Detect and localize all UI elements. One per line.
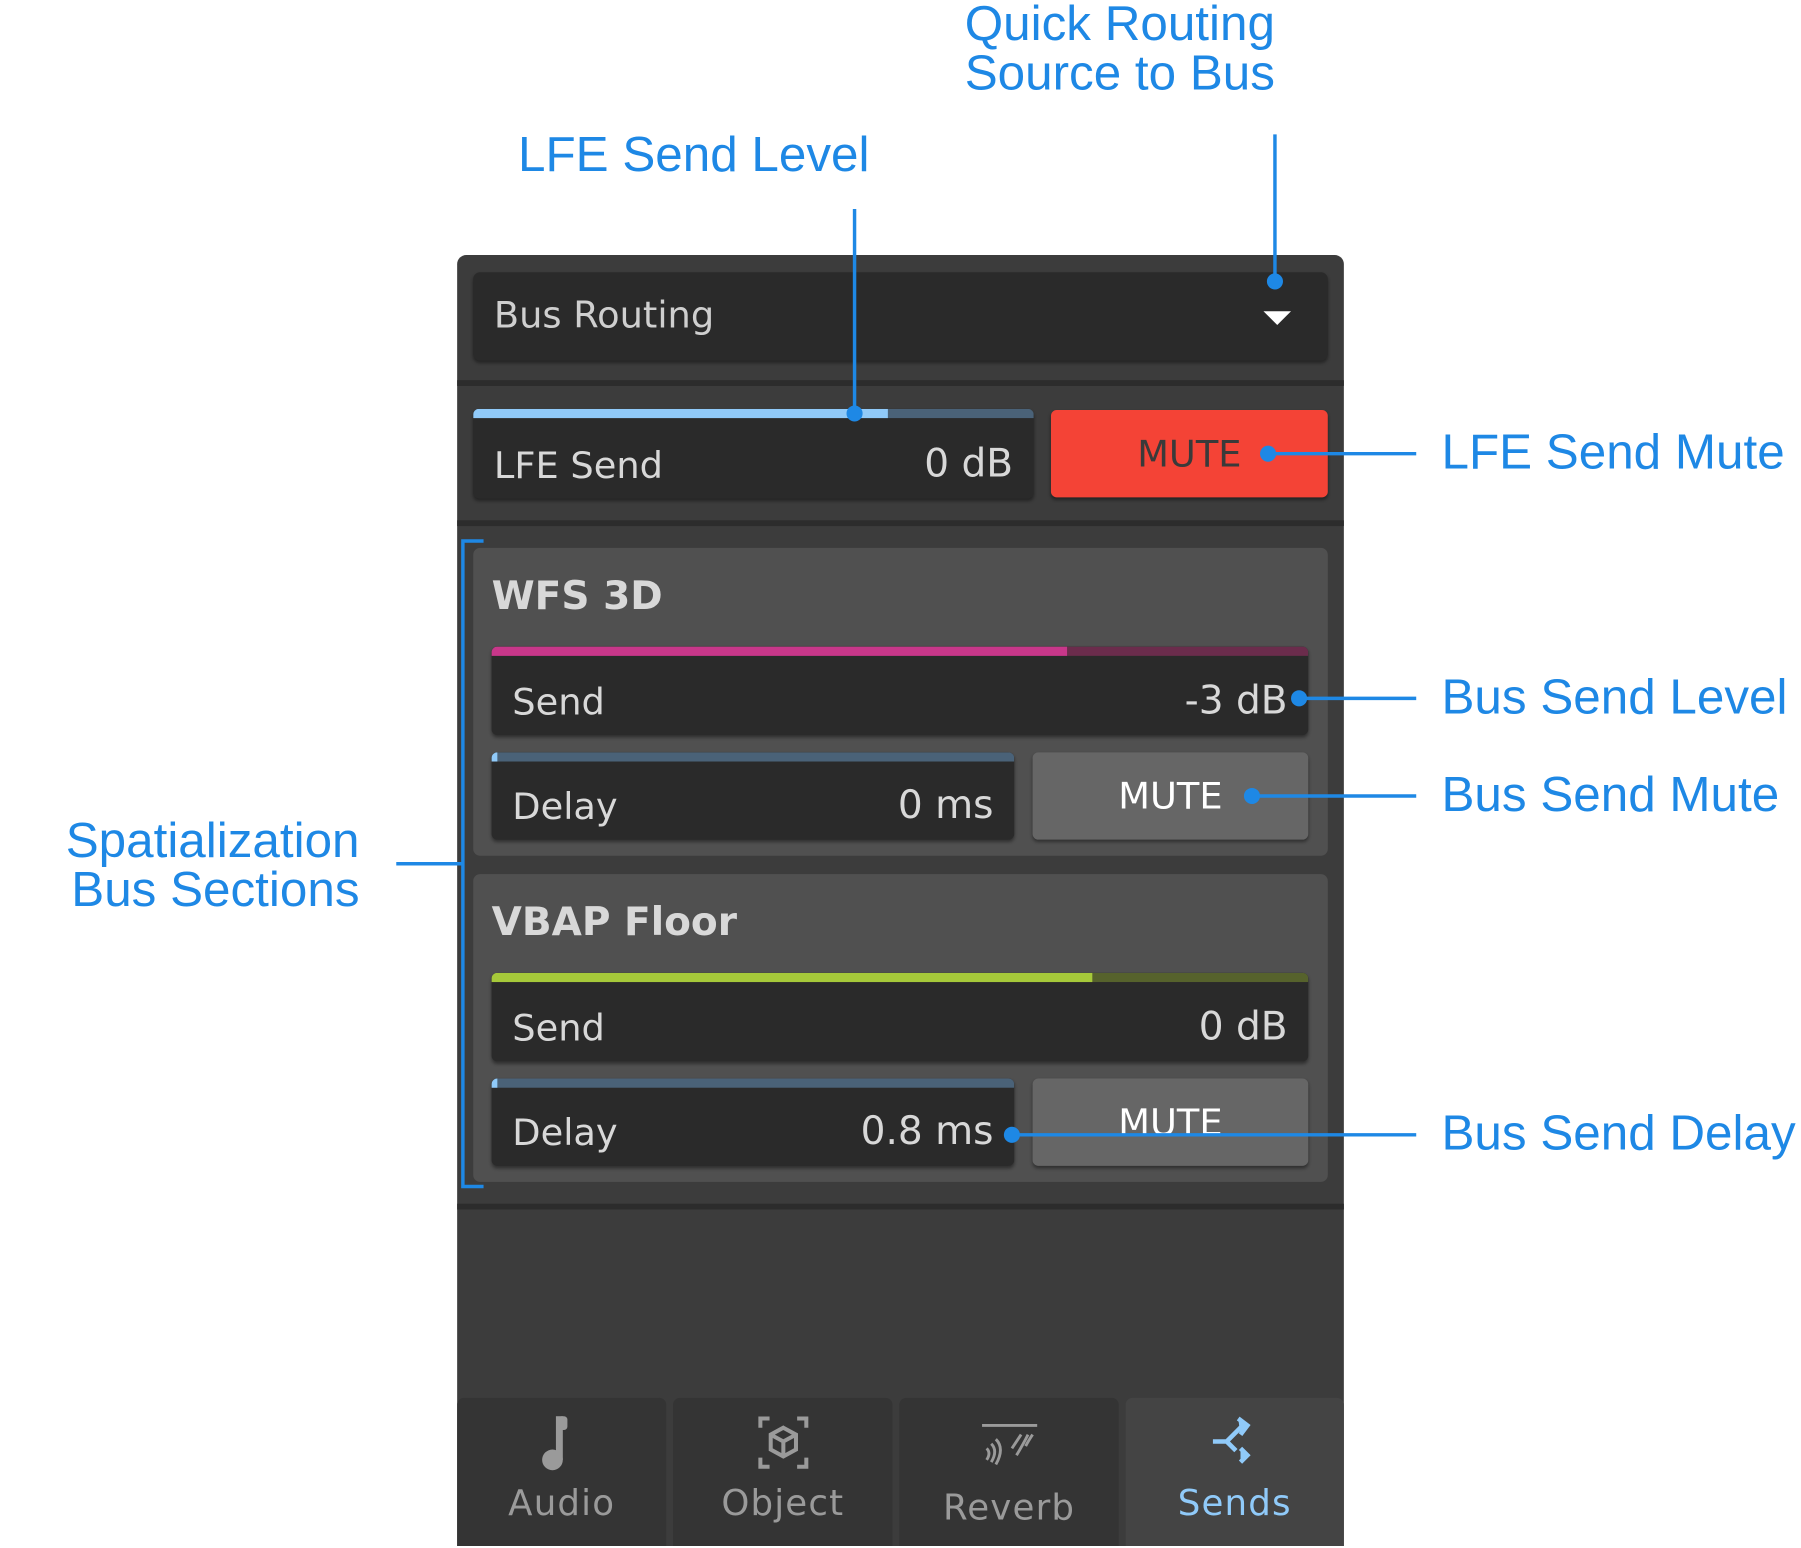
- send-label: Send: [512, 679, 605, 724]
- bus-delay-slider[interactable]: Delay 0 ms: [491, 752, 1015, 840]
- send-value: -3 dB: [1184, 677, 1288, 724]
- lfe-send-value: 0 dB: [924, 441, 1014, 488]
- chevron-down-icon: [1263, 311, 1292, 326]
- send-label: Send: [512, 1006, 605, 1050]
- bus-section-wfs-3d: WFS 3D Send -3 dB Delay 0 ms MUTE: [473, 547, 1328, 856]
- bus-title: VBAP Floor: [491, 899, 738, 946]
- divider: [457, 520, 1344, 527]
- divider: [457, 1203, 1344, 1210]
- annotation-lfe-send-mute: LFE Send Mute: [1441, 424, 1785, 481]
- tab-reverb[interactable]: Reverb: [899, 1397, 1119, 1547]
- tab-object[interactable]: Object: [673, 1397, 893, 1547]
- annotation-bus-send-mute: Bus Send Mute: [1441, 767, 1780, 823]
- bus-send-slider[interactable]: Send 0 dB: [491, 972, 1309, 1062]
- delay-value: 0.8 ms: [860, 1108, 994, 1155]
- annotation-bus-send-delay: Bus Send Delay: [1441, 1106, 1796, 1162]
- music-note-icon: [542, 1416, 568, 1471]
- annotation-quick-routing: Quick Routing Source to Bus: [964, 0, 1275, 102]
- delay-value: 0 ms: [897, 782, 994, 829]
- tab-sends[interactable]: Sends: [1125, 1397, 1344, 1547]
- lfe-send-slider[interactable]: LFE Send 0 dB: [473, 408, 1034, 499]
- annotation-lfe-send-level: LFE Send Level: [518, 127, 870, 183]
- dropdown-label: Bus Routing: [493, 292, 715, 337]
- cube-focus-icon: [758, 1416, 809, 1469]
- bus-routing-dropdown[interactable]: Bus Routing: [473, 272, 1328, 361]
- bus-delay-slider[interactable]: Delay 0.8 ms: [491, 1078, 1015, 1166]
- sends-icon: [1212, 1416, 1251, 1464]
- lfe-send-label: LFE Send: [493, 443, 663, 488]
- annotation-spatialization: Spatialization Bus Sections: [65, 813, 360, 918]
- annotation-bus-send-level: Bus Send Level: [1441, 669, 1788, 725]
- send-value: 0 dB: [1198, 1003, 1288, 1050]
- delay-label: Delay: [512, 1110, 618, 1155]
- bus-title: WFS 3D: [491, 573, 663, 620]
- bus-send-slider[interactable]: Send -3 dB: [491, 646, 1309, 736]
- delay-label: Delay: [512, 784, 618, 829]
- tab-audio[interactable]: Audio: [457, 1397, 667, 1547]
- bus-section-vbap-floor: VBAP Floor Send 0 dB Delay 0.8 ms MUTE: [473, 874, 1328, 1182]
- divider: [457, 380, 1344, 386]
- bus-mute-button[interactable]: MUTE: [1032, 1078, 1309, 1166]
- reverb-icon: [982, 1423, 1038, 1466]
